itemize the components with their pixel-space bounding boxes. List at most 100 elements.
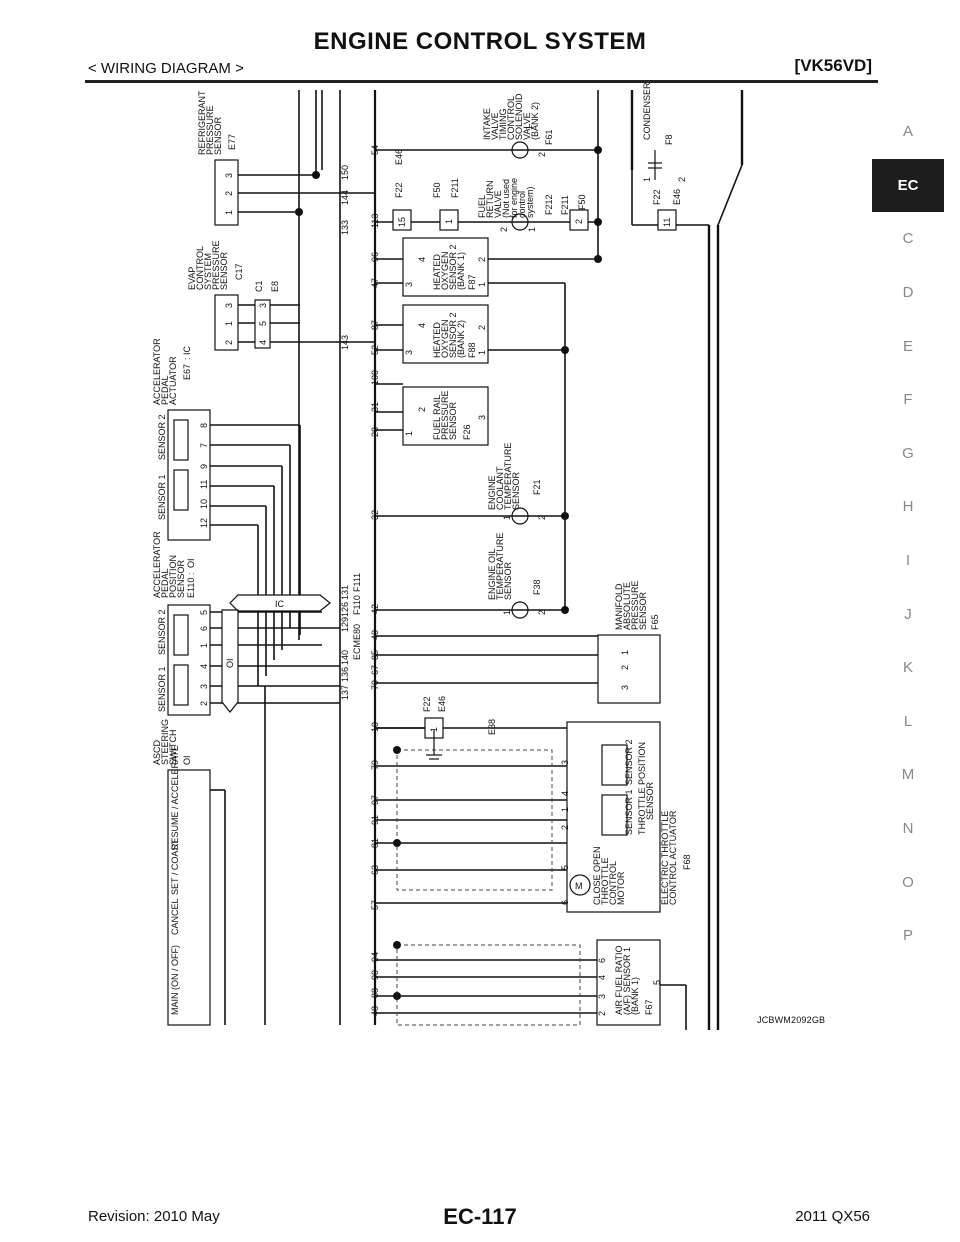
oxy-b2-label-3: SENSOR 2	[448, 312, 458, 358]
fuel-joint-15: 15	[397, 217, 407, 227]
refrigerant-label-1: REFRIGERANT	[197, 90, 207, 155]
term-54: 54	[370, 145, 380, 155]
side-item-a[interactable]: A	[902, 123, 913, 141]
evap-label-4: PRESSURE	[211, 240, 221, 290]
pos-pin-1: 1	[199, 643, 209, 648]
throttle-pos-2: SENSOR	[645, 781, 655, 820]
cool-pin-1: 1	[502, 515, 512, 520]
accel-actuator-conn-sep: :	[182, 357, 192, 360]
ic-joint	[229, 594, 331, 612]
ascd-btn-resume: RESUME / ACCELERATE	[170, 745, 180, 850]
af-pin-2: 2	[597, 1011, 607, 1016]
throttle-box	[566, 721, 661, 913]
side-item-c[interactable]: C	[902, 230, 914, 248]
term-42: 42	[370, 604, 380, 614]
intake-pin-1: 1	[524, 125, 534, 130]
side-item-ec[interactable]: EC	[872, 158, 944, 213]
fret-pin-2: 2	[499, 227, 509, 232]
throttle-motor-3: MOTOR	[616, 871, 626, 905]
fuel-return-label-7: system)	[525, 186, 535, 218]
oxy-b2-label-2: OXYGEN	[440, 319, 450, 358]
side-item-m[interactable]: M	[901, 766, 915, 784]
side-item-j[interactable]: J	[904, 605, 912, 623]
term-129: 129	[340, 617, 350, 632]
evap-conn-e8: E8	[270, 281, 280, 292]
ecm-terminal-numbers: 133 144 150 54 113 96 47 87 52 100 31 28…	[340, 145, 380, 1016]
manifold-box	[597, 634, 661, 704]
side-item-k[interactable]: K	[902, 659, 913, 677]
evap-box	[214, 294, 239, 351]
mani-pin-3: 3	[620, 685, 630, 690]
intake-label-3: TIMING	[498, 109, 508, 141]
accel-position-conn-sep: :	[186, 572, 196, 575]
ascd-label-2: STEERING	[160, 719, 170, 765]
af-sensor-box	[596, 939, 661, 1026]
side-item-d[interactable]: D	[902, 284, 914, 302]
side-item-o[interactable]: O	[902, 873, 914, 891]
ecm-label: ECM	[352, 640, 362, 660]
accel-position-label-1: ACCELERATOR	[152, 531, 162, 598]
oxy2-pin-1: 1	[477, 350, 487, 355]
footer-page: EC-117	[443, 1204, 517, 1229]
side-item-g[interactable]: G	[902, 444, 914, 462]
rail-pin-1: 1	[404, 431, 414, 436]
intake-label-1: INTAKE	[482, 108, 492, 140]
ascd-btn-cancel: CANCEL	[170, 898, 180, 935]
rail-pin-3: 3	[477, 415, 487, 420]
accel-position-box	[167, 604, 211, 716]
side-item-l[interactable]: L	[903, 712, 913, 730]
fuel-rail-box	[402, 386, 489, 446]
intake-label-6: VALVE	[522, 112, 532, 140]
fuel-return-label-4: (Not used	[501, 179, 511, 218]
diagram-code: JCBWM2092GB	[757, 1015, 826, 1025]
pos-pin-2: 2	[199, 701, 209, 706]
term-32: 32	[370, 510, 380, 520]
refrigerant-label-3: SENSOR	[213, 116, 223, 155]
oxy2-pin-2: 2	[477, 325, 487, 330]
throttle-pos-1: THROTTLE POSITION	[637, 742, 647, 835]
thr-pin-2: 2	[560, 825, 570, 830]
oxy-b2-label-4: (BANK 2)	[456, 320, 466, 358]
oxy-b1-label-2: OXYGEN	[440, 251, 450, 290]
side-item-h[interactable]: H	[902, 498, 914, 516]
thr-pin-4: 4	[560, 791, 570, 796]
af-pin-6: 6	[597, 958, 607, 963]
intake-label-7: (BANK 2)	[530, 102, 540, 140]
term-137: 137	[340, 685, 350, 700]
throttle-conn: F68	[682, 854, 692, 870]
oi-label: OI	[225, 658, 235, 668]
accel-actuator-box	[167, 409, 211, 541]
ascd-btn-set: SET / COAST	[170, 839, 180, 895]
page-title: ENGINE CONTROL SYSTEM	[313, 28, 647, 55]
refrigerant-box	[214, 159, 239, 226]
footer-vehicle: 2011 QX56	[795, 1208, 870, 1225]
term-94: 94	[370, 952, 380, 962]
manifold-label-3: PRESSURE	[630, 580, 640, 630]
term-28: 28	[370, 427, 380, 437]
term-133: 133	[340, 220, 350, 235]
accel-position-conn2: OI	[186, 558, 196, 568]
af-pin-5: 5	[652, 980, 662, 985]
side-item-e[interactable]: E	[902, 337, 913, 355]
accel-actuator-s1: SENSOR 1	[157, 474, 167, 520]
side-item-n[interactable]: N	[902, 820, 914, 838]
pos-pin-5: 5	[199, 610, 209, 615]
term-140: 140	[340, 650, 350, 665]
fret-pin-1: 1	[527, 227, 537, 232]
oil-label-3: SENSOR	[503, 561, 513, 600]
fuel-rail-conn: F26	[462, 424, 472, 440]
evap-joint	[254, 299, 271, 349]
term-131: 131	[340, 585, 350, 600]
term-52: 52	[370, 345, 380, 355]
throttle-close-open: CLOSE OPEN	[592, 846, 602, 905]
oxygen-b1-box	[402, 237, 489, 297]
accel-actuator-label-3: ACTUATOR	[168, 356, 178, 405]
footer-revision: Revision: 2010 May	[88, 1208, 220, 1225]
oxy1-pin-3: 3	[404, 282, 414, 287]
oxy-b1-label-4: (BANK 1)	[456, 252, 466, 290]
oxy1-pin-2: 2	[477, 257, 487, 262]
side-item-p[interactable]: P	[902, 927, 913, 945]
side-item-i[interactable]: I	[905, 552, 911, 570]
side-item-f[interactable]: F	[903, 391, 913, 409]
oil-pin-2: 2	[537, 610, 547, 615]
